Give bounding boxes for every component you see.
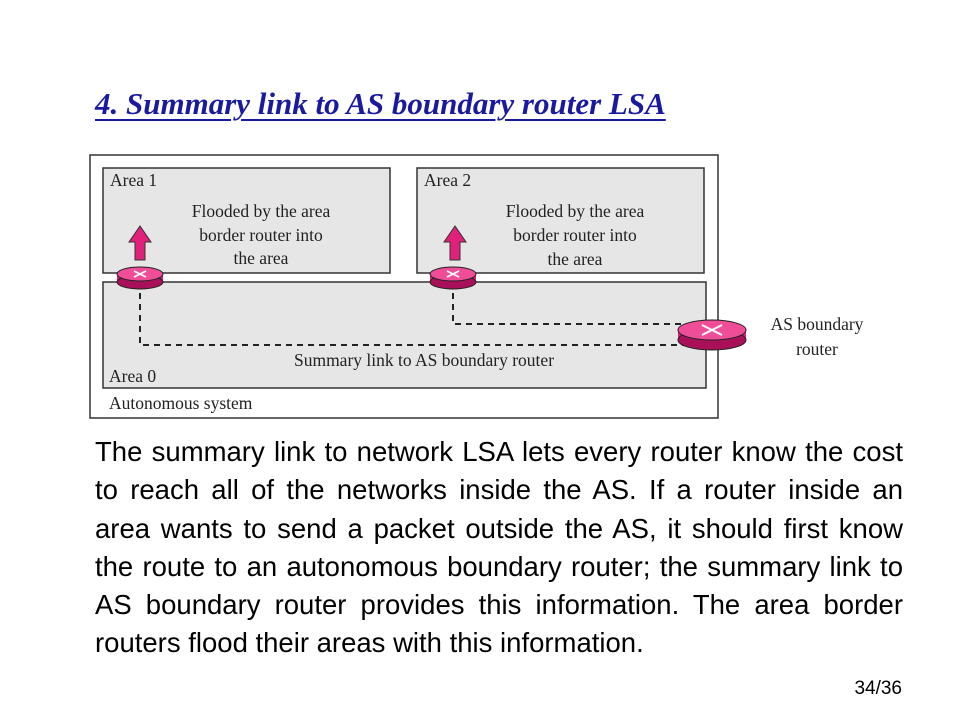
summary-link-label: Summary link to AS boundary router (294, 350, 554, 370)
area-2-text-line1: Flooded by the area (506, 201, 645, 221)
area-2: Area 2 Flooded by the area border router… (416, 167, 705, 274)
as-label: Autonomous system (109, 393, 253, 413)
area-1: Area 1 Flooded by the area border router… (102, 167, 391, 274)
area-2-text-line2: border router into (513, 225, 637, 245)
area-2-text-line3: the area (548, 249, 603, 269)
area-0: Area 0 (102, 281, 707, 389)
slide-body-text: The summary link to network LSA lets eve… (95, 436, 903, 659)
summary-link-path-area2 (452, 282, 690, 325)
area-border-router-1 (116, 266, 164, 290)
slide-title: 4. Summary link to AS boundary router LS… (95, 86, 666, 121)
as-boundary-router-label-line2: router (796, 339, 838, 359)
area-0-label: Area 0 (109, 366, 156, 386)
flood-arrow-area2 (443, 225, 467, 261)
as-boundary-router-label-line1: AS boundary (771, 314, 864, 334)
area-1-label: Area 1 (110, 170, 157, 190)
summary-link-path-area1 (139, 282, 710, 346)
as-boundary-router (677, 319, 747, 351)
page-number: 34/36 (854, 678, 902, 699)
area-1-text-line3: the area (234, 248, 289, 268)
area-1-text-line2: border router into (199, 225, 323, 245)
area-1-text-line1: Flooded by the area (192, 201, 331, 221)
area-border-router-2 (429, 266, 477, 290)
area-2-label: Area 2 (424, 170, 471, 190)
flood-arrow-area1 (128, 225, 152, 261)
